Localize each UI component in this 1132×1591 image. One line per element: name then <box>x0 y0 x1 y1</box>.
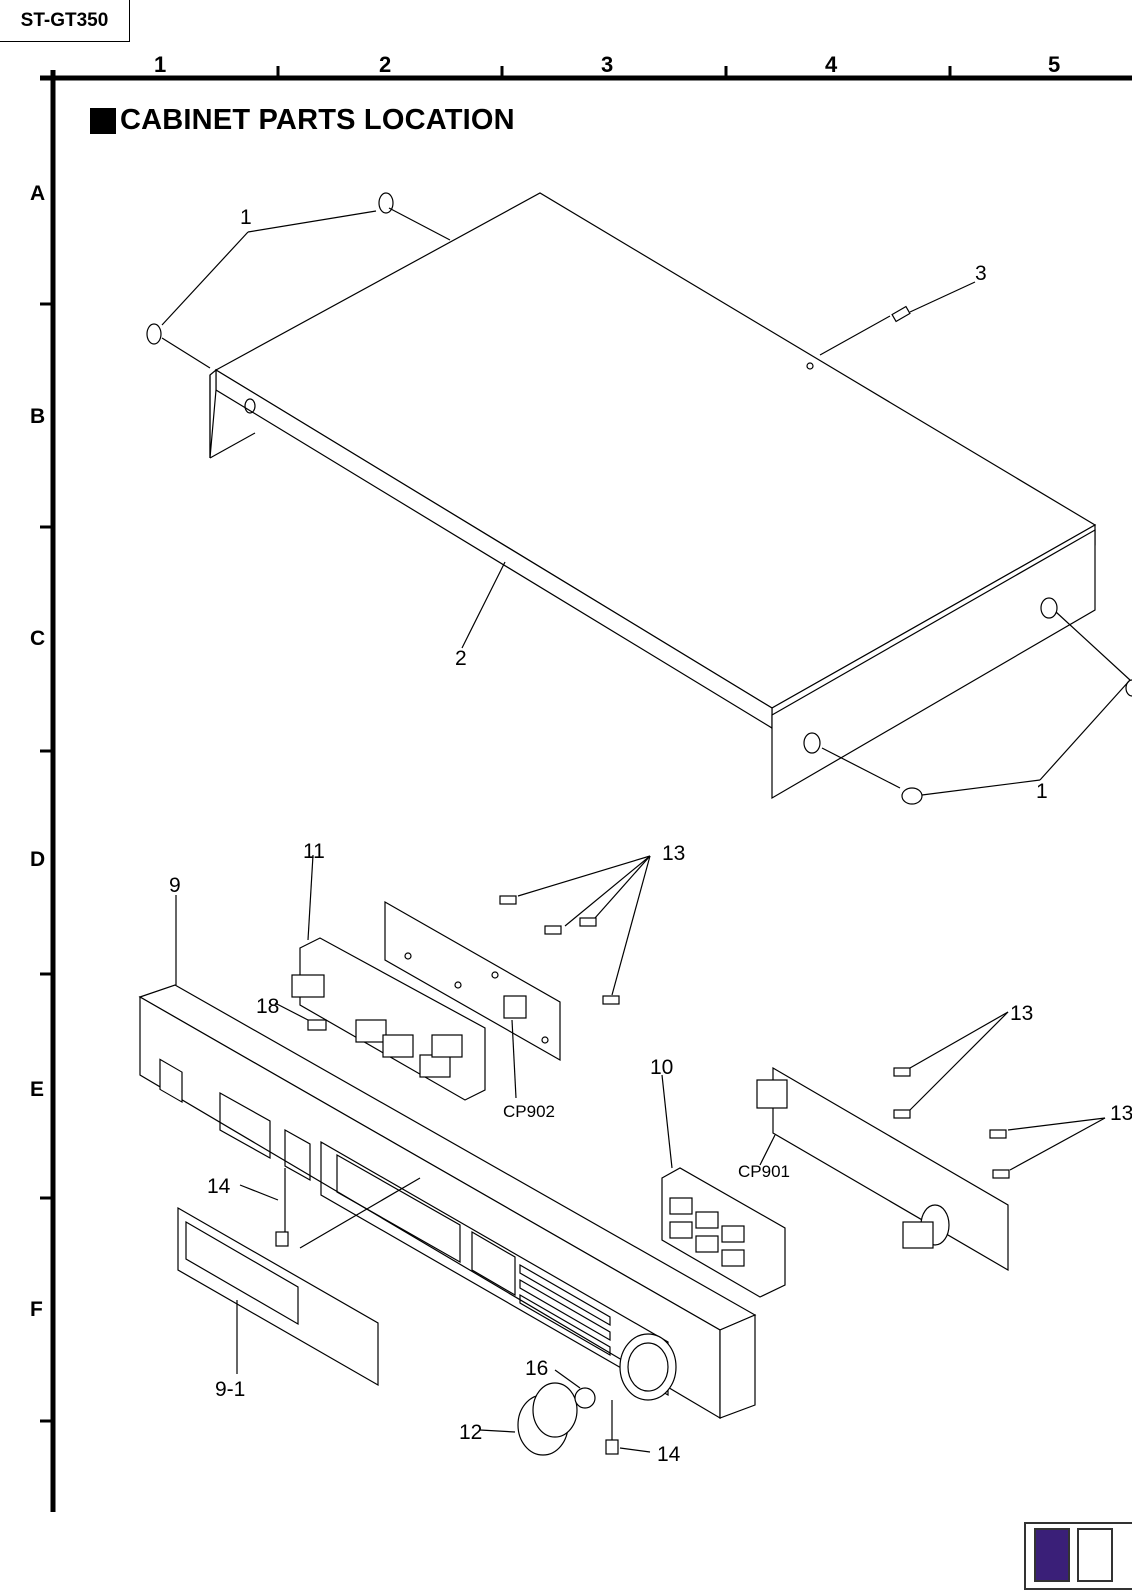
display-window <box>177 1206 379 1387</box>
grid-row-a: A <box>30 182 46 205</box>
color-swatch-empty <box>1077 1528 1113 1582</box>
grid-row-f: F <box>30 1298 43 1321</box>
screw-13-set <box>275 895 1010 1455</box>
callout-13a: 13 <box>662 842 685 865</box>
title-bullet-icon <box>90 107 116 134</box>
grid-column-1: 1 <box>154 52 167 77</box>
callout-1b: 1 <box>1036 780 1048 803</box>
callout-11: 11 <box>303 840 325 863</box>
callout-16: 16 <box>525 1357 548 1380</box>
switch-button-assembly <box>291 937 486 1101</box>
color-swatch-filled <box>1034 1528 1070 1582</box>
connector-cp902: CP902 <box>503 1102 555 1121</box>
callout-9-1: 9-1 <box>215 1378 245 1401</box>
callout-1a: 1 <box>240 206 252 229</box>
button-block <box>661 1167 786 1298</box>
callout-14a: 14 <box>207 1175 231 1198</box>
grid-column-2: 2 <box>379 52 392 77</box>
leader-lines-panel <box>175 854 1106 1453</box>
grid-column-3: 3 <box>601 52 614 77</box>
callout-18: 18 <box>256 995 279 1018</box>
volume-knob <box>517 1382 596 1456</box>
grid-column-5: 5 <box>1048 52 1061 77</box>
grid-row-e: E <box>30 1078 45 1101</box>
callout-14b: 14 <box>657 1443 681 1466</box>
callout-13b: 13 <box>1010 1002 1033 1025</box>
grid-row-c: C <box>30 627 46 650</box>
leader-lines-cabinet <box>161 207 1131 796</box>
top-cabinet-cover <box>209 192 1097 800</box>
connector-cp901: CP901 <box>738 1162 790 1181</box>
grid-frame <box>40 66 1132 1512</box>
grid-row-d: D <box>30 848 46 871</box>
pcb-upper <box>384 900 561 1062</box>
callout-10: 10 <box>650 1056 673 1079</box>
pcb-right <box>756 1066 1009 1272</box>
front-panel <box>138 984 757 1420</box>
model-label: ST-GT350 <box>0 0 130 42</box>
section-title-text: CABINET PARTS LOCATION <box>120 104 515 136</box>
section-title: CABINET PARTS LOCATION <box>90 104 515 137</box>
callout-2: 2 <box>455 647 467 670</box>
callout-12: 12 <box>459 1421 482 1444</box>
color-index-frame <box>1024 1522 1132 1590</box>
callout-13c: 13 <box>1110 1102 1132 1125</box>
grid-row-b: B <box>30 405 46 428</box>
callout-3: 3 <box>975 262 987 285</box>
callouts: 1 1 2 3 9 9-1 10 11 12 13 13 13 14 14 16… <box>169 206 1132 1466</box>
grid-column-4: 4 <box>825 52 838 77</box>
callout-9: 9 <box>169 874 181 897</box>
